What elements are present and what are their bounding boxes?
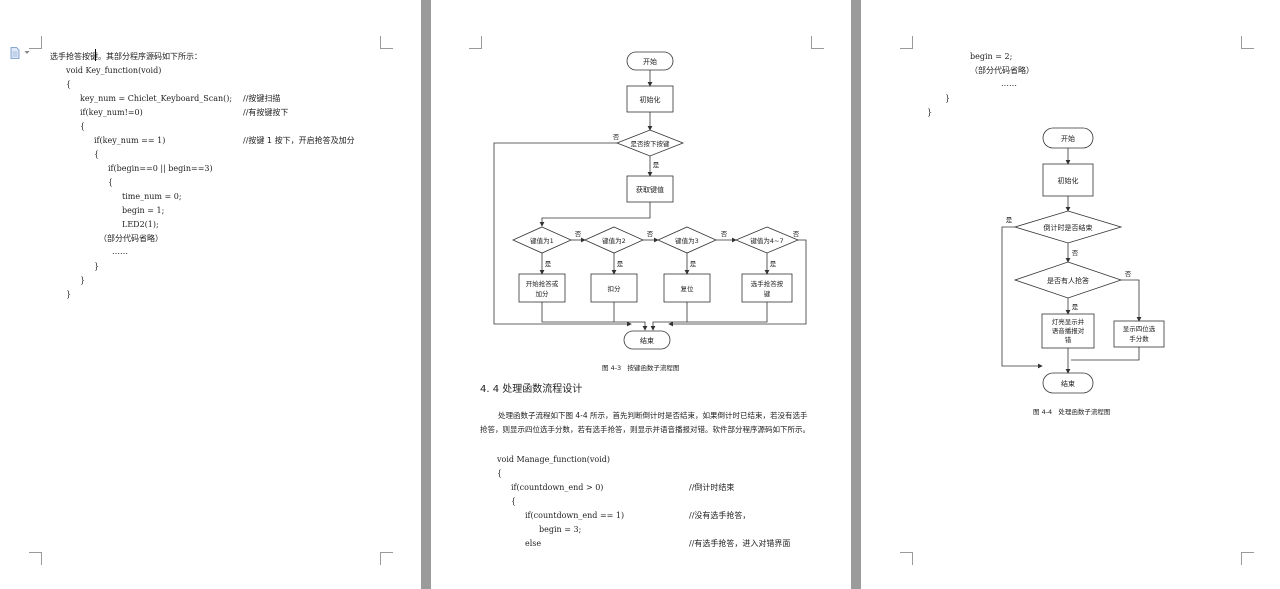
code-omitted-note: （部分代码省略） xyxy=(970,66,1034,75)
code-line: } xyxy=(945,94,951,103)
flow-light-label-1: 灯亮显示并 xyxy=(1052,317,1085,326)
corner-mark-top-left xyxy=(469,36,482,49)
flow-init-label: 初始化 xyxy=(640,95,661,104)
flow-end-terminal xyxy=(1042,372,1094,394)
code-line: { xyxy=(108,178,114,187)
flow-a2-label: 扣分 xyxy=(608,284,622,293)
code-line: } xyxy=(80,276,86,285)
flow-end-terminal xyxy=(623,330,671,350)
flow-k1-label: 键值为1 xyxy=(530,236,554,245)
code-line: { xyxy=(80,122,86,131)
flow-start-label: 开始 xyxy=(643,57,657,66)
code-line: if(key_num!=0) xyxy=(80,108,143,117)
flow-no-label: 否 xyxy=(793,230,800,238)
flow-yes-label: 是 xyxy=(1006,216,1013,224)
corner-mark-top-left xyxy=(900,36,913,49)
code-line: } xyxy=(927,108,933,117)
document-page-1: 选手抢答按键。其部分程序源码如下所示： void Key_function(vo… xyxy=(0,0,421,589)
flow-show-label-1: 显示四位选 xyxy=(1123,324,1156,333)
code-comment: //有选手抢答，进入对错界面 xyxy=(689,539,791,548)
flow-init-label: 初始化 xyxy=(1058,176,1079,185)
flow-yes-label: 是 xyxy=(770,260,777,268)
section-heading: 4. 4 处理函数流程设计 xyxy=(480,384,583,395)
flow-k3-label: 键值为3 xyxy=(675,236,699,245)
code-line: { xyxy=(66,80,72,89)
code-comment: //有按键按下 xyxy=(243,108,289,117)
flow-light-label-3: 错 xyxy=(1065,335,1072,344)
code-line: { xyxy=(511,497,517,506)
code-line: begin = 3; xyxy=(539,525,582,534)
code-ellipsis: …… xyxy=(1001,79,1017,88)
code-comment: //没有选手抢答， xyxy=(689,511,751,520)
flow-anyone-label: 是否有人抢答 xyxy=(1047,276,1089,285)
code-line: } xyxy=(94,262,100,271)
corner-mark-bottom-right xyxy=(1241,552,1254,565)
key-function-flowchart: 开始 初始化 是否按下按键 获取键值 键值为1 键值为2 键值为3 键值为4~7… xyxy=(493,51,807,350)
code-line: else xyxy=(525,539,542,548)
flow-end-label: 结束 xyxy=(640,336,654,345)
document-page-2: 开始 初始化 是否按下按键 获取键值 键值为1 键值为2 键值为3 键值为4~7… xyxy=(431,0,851,589)
figure-caption-4-4: 图 4-4 处理函数子流程图 xyxy=(1033,408,1111,416)
intro-text: 选手抢答按键。其部分程序源码如下所示： xyxy=(50,52,202,61)
body-paragraph: 处理函数子流程如下图 4-4 所示，首先判断倒计时是否结束，如果倒计时已结束，若… xyxy=(480,411,810,434)
code-line: begin = 1; xyxy=(122,206,165,215)
flow-no-label: 否 xyxy=(647,230,654,238)
code-line: key_num = Chiclet_Keyboard_Scan(); xyxy=(80,94,233,103)
corner-mark-bottom-left xyxy=(29,552,42,565)
flow-light-label-2: 语音播报对 xyxy=(1052,326,1085,335)
corner-mark-top-left xyxy=(29,36,42,49)
document-page-3: begin = 2; （部分代码省略） …… } } xyxy=(861,0,1280,589)
flow-pressed-label: 是否按下按键 xyxy=(631,139,671,148)
code-line: time_num = 0; xyxy=(122,192,182,201)
flow-end-label: 结束 xyxy=(1061,379,1075,388)
flow-no-label: 否 xyxy=(721,230,728,238)
flow-a4-label-1: 选手抢答按 xyxy=(751,279,784,288)
paragraph-options-icon[interactable] xyxy=(10,47,20,59)
flow-yes-label: 是 xyxy=(545,260,552,268)
code-line: if(key_num == 1) xyxy=(94,136,166,145)
flow-k2-label: 键值为2 xyxy=(602,236,626,245)
code-line: } xyxy=(66,290,72,299)
code-line: void Key_function(void) xyxy=(66,66,162,75)
flow-no-label: 否 xyxy=(613,133,620,141)
chevron-down-icon[interactable] xyxy=(24,50,30,55)
code-line: { xyxy=(94,150,100,159)
flow-get-label: 获取键值 xyxy=(636,185,664,194)
code-comment: //倒计时结束 xyxy=(689,483,735,492)
flow-a3-label: 复位 xyxy=(681,284,695,293)
code-line: if(countdown_end > 0) xyxy=(511,483,604,492)
code-line: LED2(1); xyxy=(122,220,159,229)
code-line: void Manage_function(void) xyxy=(497,455,611,464)
flow-no-label: 否 xyxy=(1072,249,1079,257)
code-comment: //按键 1 按下，开启抢答及加分 xyxy=(243,136,355,145)
flow-no-label: 否 xyxy=(1125,270,1132,278)
corner-mark-top-right xyxy=(811,36,824,49)
corner-mark-bottom-left xyxy=(900,552,913,565)
code-line: if(begin==0 || begin==3) xyxy=(108,164,213,173)
flow-yes-label: 是 xyxy=(1072,303,1079,311)
flow-show-label-2: 手分数 xyxy=(1129,334,1149,343)
flow-yes-label: 是 xyxy=(617,260,624,268)
corner-mark-bottom-right xyxy=(380,552,393,565)
corner-mark-top-right xyxy=(380,36,393,49)
manage-function-flowchart: 开始 初始化 倒计时是否结束 是否有人抢答 灯亮显示并 语音播报对 错 显示四位… xyxy=(1001,127,1165,394)
code-line: { xyxy=(497,469,503,478)
flow-a4-label-2: 键 xyxy=(764,289,771,298)
code-comment: //按键扫描 xyxy=(243,94,281,103)
figure-caption-4-3: 图 4-3 按键函数子流程图 xyxy=(602,364,680,372)
flow-start-label: 开始 xyxy=(1061,134,1075,143)
code-line: begin = 2; xyxy=(970,52,1013,61)
code-omitted-note: （部分代码省略） xyxy=(99,234,163,243)
text-cursor xyxy=(95,49,96,61)
flow-a1-label-2: 加分 xyxy=(536,289,550,298)
code-ellipsis: …… xyxy=(112,247,128,256)
flow-k47-label: 键值为4~7 xyxy=(750,236,783,245)
flow-yes-label: 是 xyxy=(653,161,660,169)
corner-mark-top-right xyxy=(1241,36,1254,49)
flow-countdown-label: 倒计时是否结束 xyxy=(1044,223,1093,232)
flow-a1-label-1: 开始抢答或 xyxy=(526,279,559,288)
flow-yes-label: 是 xyxy=(690,260,697,268)
flow-no-label: 否 xyxy=(575,230,582,238)
code-line: if(countdown_end == 1) xyxy=(525,511,625,520)
